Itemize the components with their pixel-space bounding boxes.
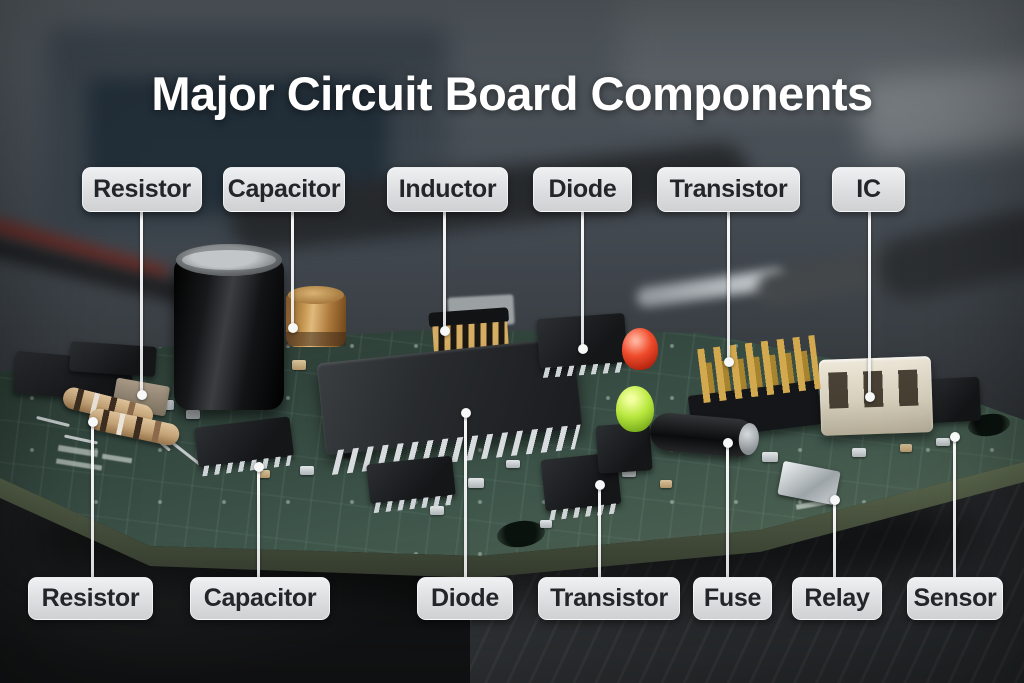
leader-line [291, 211, 294, 328]
label-tag: Transistor [657, 167, 800, 212]
leader-dot [865, 392, 875, 402]
leader-line [598, 485, 601, 577]
leader-line [726, 443, 729, 577]
connector-slots [828, 369, 924, 409]
leader-dot [137, 390, 147, 400]
leader-line [833, 500, 836, 577]
smd-component [762, 452, 778, 462]
leader-dot [578, 344, 588, 354]
label-tag: Resistor [82, 167, 202, 212]
leader-line [953, 437, 956, 577]
smd-component [852, 448, 866, 457]
smd-component [430, 506, 444, 515]
leader-dot [88, 417, 98, 427]
leader-dot [440, 326, 450, 336]
smd-component [622, 468, 636, 477]
leader-dot [595, 480, 605, 490]
label-tag: Transistor [538, 577, 680, 620]
leader-dot [830, 495, 840, 505]
soic-chip [366, 455, 456, 514]
leader-line [581, 211, 584, 349]
label-tag: Capacitor [190, 577, 330, 620]
label-tag: Sensor [907, 577, 1003, 620]
leader-line [868, 211, 871, 397]
label-tag: Diode [533, 167, 632, 212]
dip-connector-chip [69, 341, 157, 377]
electrolytic-capacitor-top [176, 244, 282, 276]
smd-component [186, 410, 200, 419]
leader-line [257, 467, 260, 577]
label-tag: Resistor [28, 577, 153, 620]
gold-capacitor-top [288, 286, 344, 304]
sensor-package [924, 376, 982, 424]
leader-line [140, 211, 143, 395]
leader-dot [254, 462, 264, 472]
leader-dot [723, 438, 733, 448]
leader-line [727, 211, 730, 362]
label-tag: Relay [792, 577, 882, 620]
terminal-block-connector [818, 356, 934, 436]
smd-component [292, 360, 306, 370]
leader-dot [724, 357, 734, 367]
smd-component [468, 478, 484, 488]
label-tag: Fuse [693, 577, 772, 620]
leader-dot [288, 323, 298, 333]
red-led [622, 328, 658, 370]
leader-dot [950, 432, 960, 442]
smd-component [506, 460, 520, 468]
leader-line [443, 211, 446, 331]
label-tag: Diode [417, 577, 513, 620]
label-tag: Inductor [387, 167, 508, 212]
green-led [616, 386, 654, 432]
label-tag: Capacitor [223, 167, 345, 212]
smd-component [660, 480, 672, 488]
leader-line [464, 413, 467, 577]
smd-component [936, 438, 950, 446]
smd-component [900, 444, 912, 452]
gold-capacitor-band [286, 332, 346, 346]
leader-dot [461, 408, 471, 418]
smd-component [258, 470, 270, 478]
label-tag: IC [832, 167, 905, 212]
electrolytic-capacitor-body [174, 258, 284, 410]
smd-component [300, 466, 314, 475]
page-title: Major Circuit Board Components [151, 67, 873, 120]
smd-component [540, 520, 552, 528]
leader-line [91, 422, 94, 577]
